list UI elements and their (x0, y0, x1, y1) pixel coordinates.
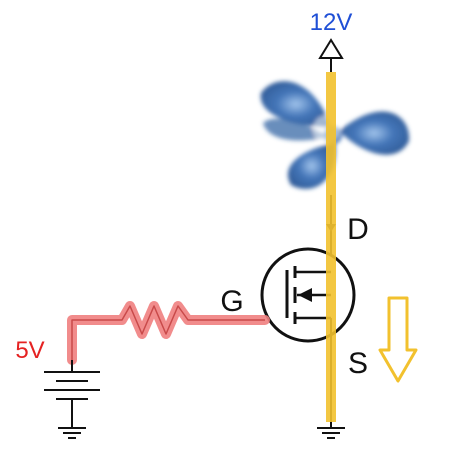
gate-drive-path (67, 301, 270, 365)
battery-icon (44, 360, 100, 428)
body-diode-arrow-icon (298, 288, 312, 302)
down-arrow-icon (378, 296, 418, 383)
fan-icon (260, 81, 410, 189)
ground-icon-left (58, 427, 86, 439)
supply-arrow-icon (318, 38, 344, 59)
gate-voltage-label: 5V (15, 337, 44, 364)
mosfet-symbol (260, 247, 356, 343)
drain-label: D (347, 213, 369, 246)
gate-label: G (220, 285, 243, 318)
current-path-highlight (326, 72, 336, 422)
source-label: S (348, 347, 368, 380)
supply-voltage-label: 12V (310, 9, 353, 36)
ground-icon-right (317, 427, 345, 439)
